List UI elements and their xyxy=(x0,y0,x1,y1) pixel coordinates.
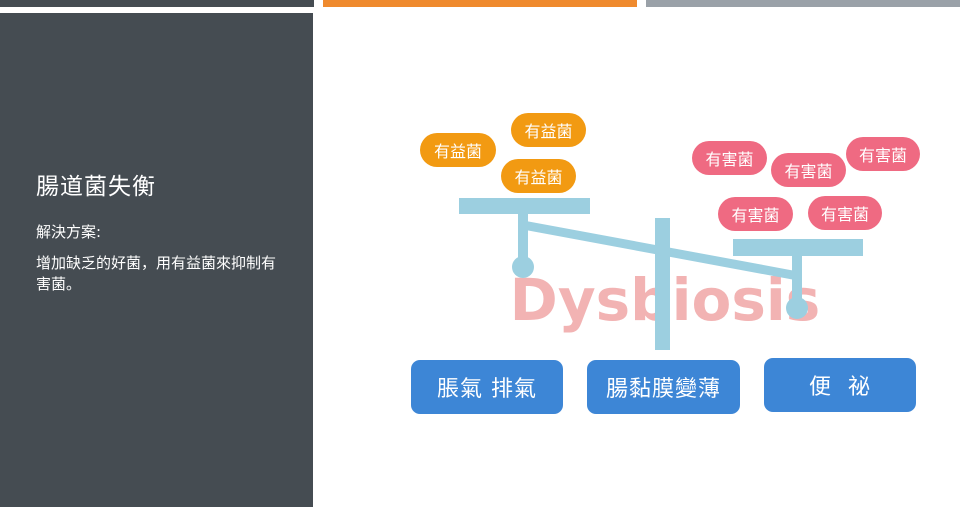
symptom-box-bloating: 脹氣 排氣 xyxy=(411,360,563,414)
bad-bacteria-pill: 有害菌 xyxy=(692,141,767,175)
top-accent-bar-gray xyxy=(646,0,960,7)
bad-bacteria-pill: 有害菌 xyxy=(771,153,846,187)
good-bacteria-pill: 有益菌 xyxy=(420,133,496,167)
bad-bacteria-pill: 有害菌 xyxy=(846,137,920,171)
left-pan-stem xyxy=(518,210,528,266)
scale-center-post xyxy=(655,218,670,350)
good-bacteria-pill: 有益菌 xyxy=(511,113,586,147)
sidebar-panel: 腸道菌失衡 解決方案: 增加缺乏的好菌，用有益菌來抑制有害菌。 xyxy=(0,13,313,507)
right-scale-pan xyxy=(733,239,863,256)
top-accent-bar-orange xyxy=(323,0,637,7)
good-bacteria-pill: 有益菌 xyxy=(501,159,576,193)
solution-text: 增加缺乏的好菌，用有益菌來抑制有害菌。 xyxy=(36,254,277,293)
top-accent-bar-dark xyxy=(0,0,314,7)
scale-beam xyxy=(522,220,799,281)
symptom-box-mucosa-thinning: 腸黏膜變薄 xyxy=(587,360,740,414)
right-pan-weight xyxy=(786,297,808,319)
bad-bacteria-pill: 有害菌 xyxy=(808,196,882,230)
left-scale-pan xyxy=(459,198,590,214)
solution-heading: 解決方案: xyxy=(36,223,102,241)
bad-bacteria-pill: 有害菌 xyxy=(718,197,793,231)
left-pan-weight xyxy=(512,256,534,278)
slide-title: 腸道菌失衡 xyxy=(36,174,156,200)
right-pan-stem xyxy=(792,252,802,308)
symptom-box-constipation: 便 祕 xyxy=(764,358,916,412)
